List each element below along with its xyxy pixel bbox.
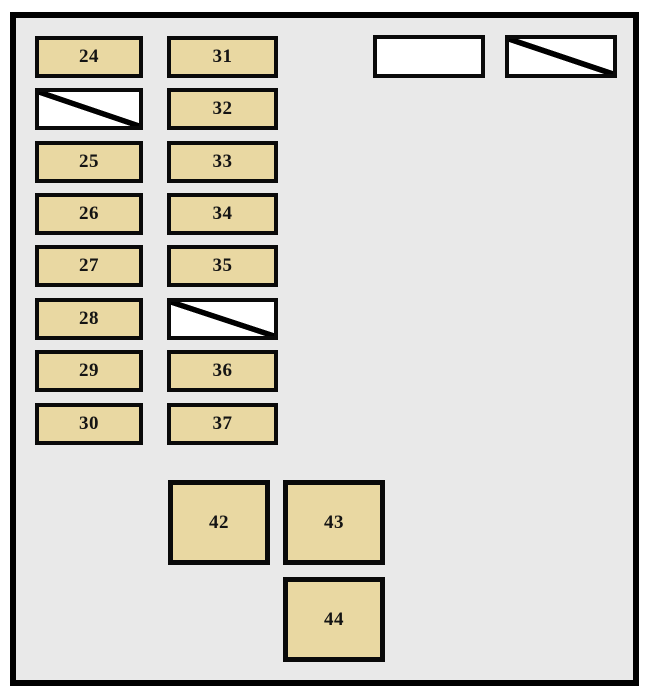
empty-fuse-slot-diagonal [35,88,143,130]
fuse-label: 28 [79,308,99,329]
fuse-label: 24 [79,46,99,67]
fuse-34: 34 [167,193,278,235]
fuse-28: 28 [35,298,143,340]
fuse-label: 27 [79,255,99,276]
fuse-label: 26 [79,203,99,224]
fuse-label: 25 [79,151,99,172]
fuse-25: 25 [35,141,143,183]
fuse-label: 34 [212,203,233,224]
fuse-label: 31 [212,46,233,67]
fuse-label: 35 [212,255,233,276]
fuse-29: 29 [35,350,143,392]
fuse-label: 32 [212,98,233,119]
empty-fuse-slot-diagonal [167,298,278,340]
fuse-panel-outline: 24 25 26 27 28 29 30 31 32 33 [10,12,639,686]
fuse-label: 33 [212,151,233,172]
relay-label: 42 [209,511,229,533]
relay-label: 43 [324,511,344,533]
relay-43: 43 [283,480,385,565]
fuse-24: 24 [35,36,143,78]
fuse-31: 31 [167,36,278,78]
fuse-26: 26 [35,193,143,235]
fuse-label: 30 [79,413,99,434]
fuse-37: 37 [167,403,278,445]
fuse-label: 36 [212,360,233,381]
fuse-33: 33 [167,141,278,183]
fuse-label: 37 [212,413,233,434]
empty-fuse-slot [373,35,485,78]
relay-label: 44 [324,608,344,630]
fuse-27: 27 [35,245,143,287]
relay-44: 44 [283,577,385,662]
fuse-36: 36 [167,350,278,392]
fuse-32: 32 [167,88,278,130]
empty-fuse-slot-diagonal [505,35,617,78]
fuse-35: 35 [167,245,278,287]
fuse-label: 29 [79,360,99,381]
relay-42: 42 [168,480,270,565]
fuse-30: 30 [35,403,143,445]
